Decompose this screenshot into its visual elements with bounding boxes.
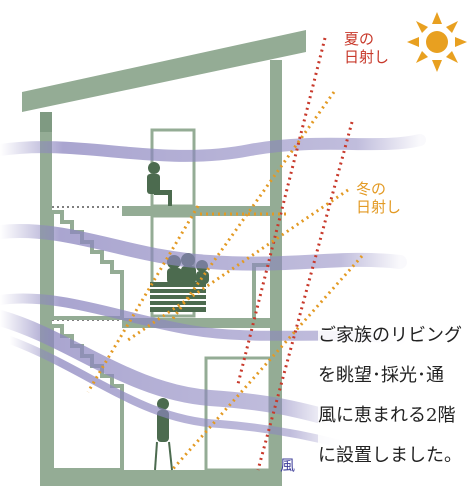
winter-sunlight-label: 冬の 日射し [356,180,401,216]
caption-line-4: に設置しました。 [318,445,462,466]
floor-slab-2f [122,318,272,328]
summer-sunlight-label: 夏の 日射し [344,30,389,66]
left-wall-upper [40,112,52,132]
winter-label-line-1: 冬の [356,180,387,198]
winter-sun-rays [86,91,364,471]
summer-sun-rays [236,37,354,471]
floor-slab-3f [122,206,272,216]
summer-label-line-1: 夏の [344,30,375,48]
caption-line-2: を眺望･採光･通 [318,365,444,386]
roof [22,30,306,112]
seated-person [147,162,172,206]
winter-label-line-2: 日射し [356,198,402,216]
caption-text: ご家族のリビング を眺望･採光･通 風に恵まれる2階 に設置しました。 [318,316,468,476]
caption-line-1: ご家族のリビング [318,325,462,346]
wind-flow-upper [0,134,426,162]
caption-line-3: 風に恵まれる2階 [318,405,456,426]
window-1f [204,356,272,472]
sun-icon [407,12,467,72]
summer-label-line-2: 日射し [344,48,390,66]
wind-flow-lower-2 [6,336,344,448]
wind-flow-lower [0,310,338,426]
wind-flow-middle-1 [0,224,407,271]
ground [40,470,282,486]
wind-label: 風 [280,456,296,474]
